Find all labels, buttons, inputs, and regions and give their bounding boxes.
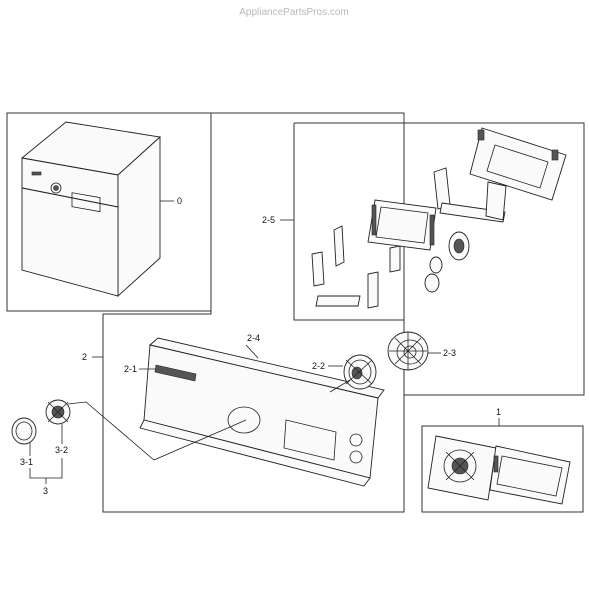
callout-3: 3 — [43, 486, 48, 496]
control-board-pcb-icon — [311, 127, 567, 309]
pcb-assembly-icon — [427, 435, 571, 505]
assembly-1-frame — [421, 425, 584, 513]
leader-3-to-panel — [67, 401, 247, 461]
dryer-cabinet-icon — [20, 121, 161, 298]
leader-2-4 — [245, 344, 259, 359]
callout-3-2: 3-2 — [55, 445, 68, 455]
callout-2: 2 — [82, 352, 87, 362]
control-panel-icon — [139, 337, 385, 487]
callout-1: 1 — [496, 407, 501, 417]
assembly-2-5-frame — [293, 122, 585, 396]
callout-2-3: 2-3 — [443, 348, 456, 358]
callout-3-1: 3-1 — [20, 457, 33, 467]
knob-base-icon — [45, 399, 71, 425]
assembly-2-frame — [102, 112, 405, 513]
knob-dial-icon — [387, 331, 429, 371]
callout-0: 0 — [177, 196, 182, 206]
leader-3 — [29, 458, 63, 484]
leader-2-2-to-panel — [329, 379, 351, 393]
knob-cap-icon — [11, 417, 37, 445]
callout-2-2: 2-2 — [312, 361, 325, 371]
watermark-text: AppliancePartsPros.com — [239, 7, 349, 18]
knob-ring-icon — [343, 354, 377, 390]
callout-2-5: 2-5 — [262, 215, 275, 225]
callout-2-4: 2-4 — [247, 333, 260, 343]
callout-2-1: 2-1 — [124, 364, 137, 374]
